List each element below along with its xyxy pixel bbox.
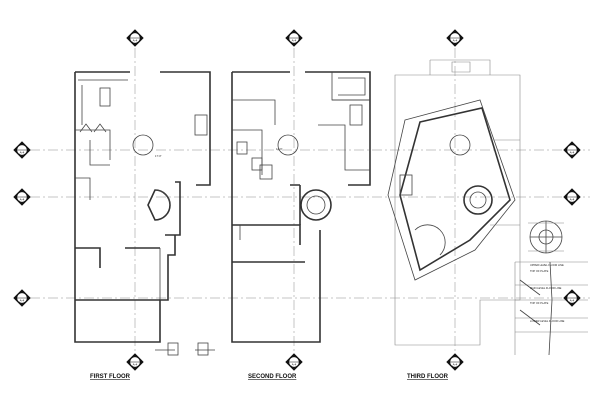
section-marker-1: A-4 <box>126 29 144 47</box>
section-marker-4: A-4 <box>126 353 144 371</box>
first-floor-plan: 17'-0" FIRST FLOOR <box>74 71 215 380</box>
section-lines <box>30 48 590 355</box>
third-floor-plan: THIRD FLOOR <box>387 59 521 380</box>
first-floor-label: FIRST FLOOR <box>90 374 131 380</box>
section-marker-label: A-4 <box>570 151 575 155</box>
level-note-5: LOWER LEVEL FLOOR LINE <box>530 319 565 323</box>
section-marker-label: A-4 <box>453 363 458 367</box>
section-marker-5: A-4 <box>285 353 303 371</box>
section-marker-label: A-4 <box>20 198 25 202</box>
section-marker-8: A-4 <box>13 188 31 206</box>
section-marker-2: A-4 <box>285 29 303 47</box>
section-marker-11: A-4 <box>563 188 581 206</box>
stair-detail <box>528 220 564 254</box>
section-marker-label: A-4 <box>133 39 138 43</box>
section-marker-10: A-4 <box>563 141 581 159</box>
level-note-2: TOP OF PLATE <box>530 269 549 273</box>
level-note-1: UPPER LEVEL FLOOR LINE <box>530 263 564 267</box>
section-marker-3: A-4 <box>446 29 464 47</box>
third-floor-label: THIRD FLOOR <box>407 374 449 380</box>
level-note-4: TOP OF PLATE <box>530 301 549 305</box>
section-marker-label: A-4 <box>133 363 138 367</box>
section-marker-label: A-4 <box>20 299 25 303</box>
section-marker-label: A-4 <box>292 363 297 367</box>
section-marker-label: A-4 <box>570 299 575 303</box>
section-marker-label: A-4 <box>453 39 458 43</box>
level-note-3: MAIN LEVEL FLOOR LINE <box>530 286 562 290</box>
section-marker-label: A-4 <box>20 151 25 155</box>
section-marker-label: A-4 <box>292 39 297 43</box>
second-floor-dimension: 12'-6" <box>276 147 283 151</box>
second-floor-plan: 12'-6" SECOND FLOOR <box>231 71 371 380</box>
section-marker-9: A-4 <box>13 289 31 307</box>
first-floor-dimension: 17'-0" <box>155 154 162 158</box>
section-marker-6: A-4 <box>446 353 464 371</box>
section-marker-12: A-4 <box>563 289 581 307</box>
elevation-detail: UPPER LEVEL FLOOR LINE TOP OF PLATE MAIN… <box>514 261 588 356</box>
section-marker-label: A-4 <box>570 198 575 202</box>
section-marker-7: A-4 <box>13 141 31 159</box>
second-floor-label: SECOND FLOOR <box>248 374 297 380</box>
